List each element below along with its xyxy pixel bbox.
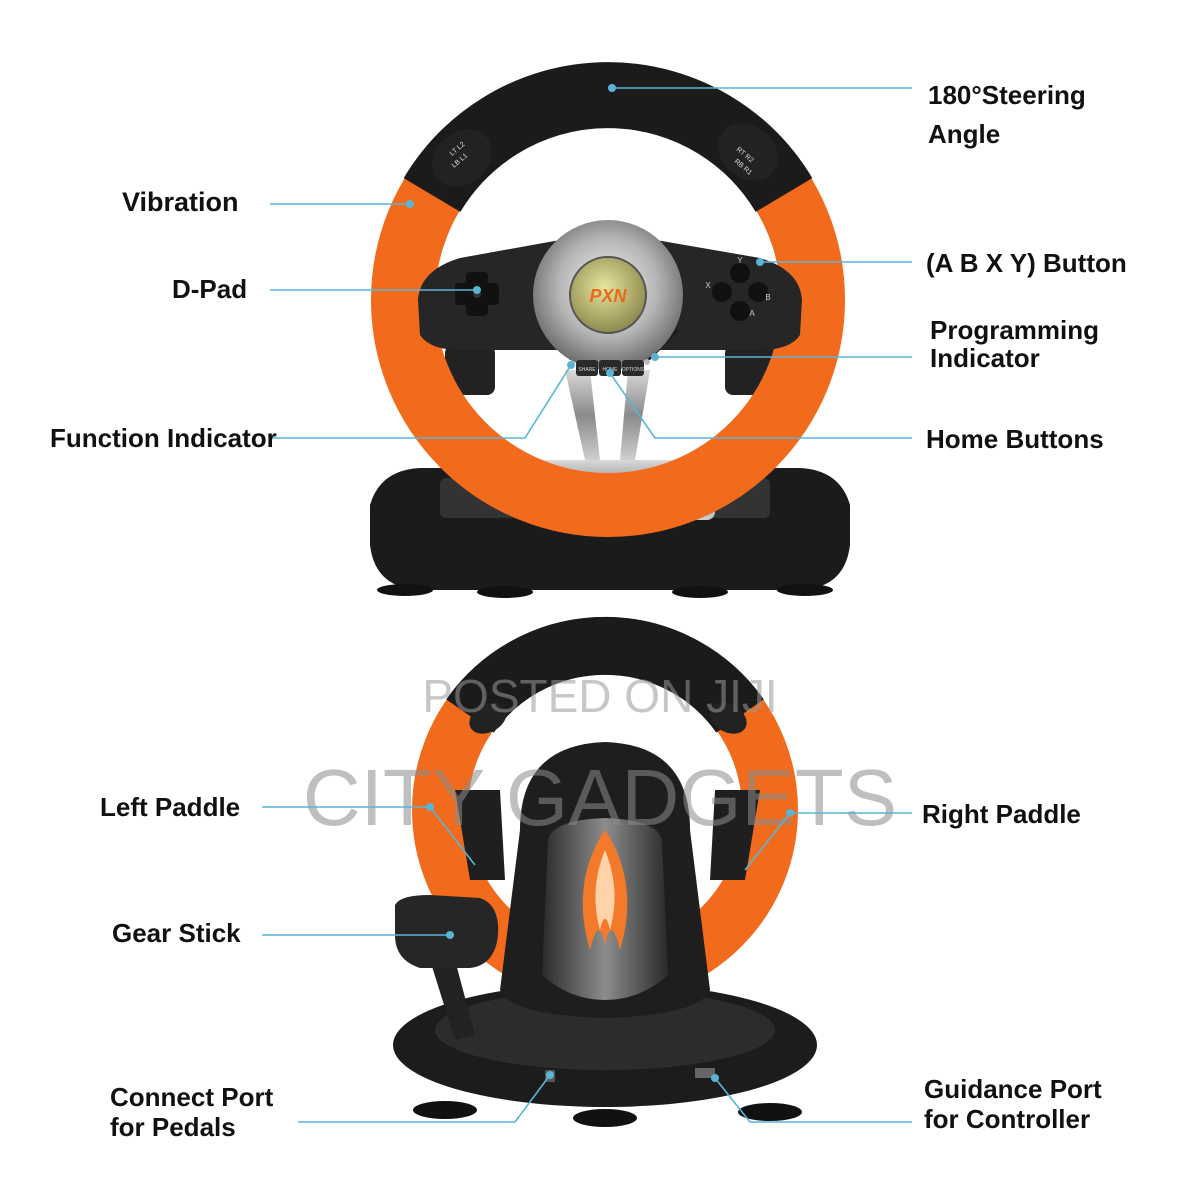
label-steering-angle: 180°Steering Angle (928, 80, 1086, 149)
svg-text:X: X (705, 281, 711, 290)
label-function-indicator: Function Indicator (50, 423, 277, 453)
svg-text:Y: Y (737, 256, 743, 265)
suction-feet (377, 584, 833, 598)
left-shoulder-buttons[interactable]: LT L2 LB L1 (421, 118, 503, 199)
back-suction-feet (413, 1101, 802, 1127)
label-d-pad: D-Pad (172, 274, 248, 304)
watermark: POSTED ON JIJI CITY GADGETS (303, 670, 897, 842)
wheel-back-view (393, 616, 817, 1127)
label-connect-port: Connect Port for Pedals (110, 1082, 274, 1142)
label-right-paddle: Right Paddle (922, 799, 1081, 829)
right-paddle[interactable] (710, 790, 760, 880)
label-home-buttons: Home Buttons (926, 424, 1104, 454)
right-shoulder-buttons[interactable]: RT R2 RB R1 (707, 112, 789, 193)
svg-text:CITY GADGETS: CITY GADGETS (303, 753, 897, 842)
pxn-logo: PXN (589, 286, 627, 306)
abxy-buttons[interactable]: Y X B A (705, 256, 771, 321)
svg-text:OPTIONS: OPTIONS (622, 367, 645, 373)
svg-text:POSTED ON JIJI: POSTED ON JIJI (422, 670, 777, 722)
svg-text:B: B (765, 293, 770, 302)
callout-dots (406, 84, 794, 1082)
wheel-front-view: LT L2 LB L1 RT R2 RB R1 PXN SHARE HOME O… (370, 62, 850, 598)
gear-stick-knob[interactable] (395, 895, 499, 968)
gear-shaft (430, 960, 475, 1040)
label-vibration: Vibration (122, 187, 239, 217)
label-left-paddle: Left Paddle (100, 792, 241, 822)
label-guidance-port: Guidance Port for Controller (924, 1074, 1102, 1134)
label-gear-stick: Gear Stick (112, 918, 241, 948)
label-programming-indicator: Programming Indicator (930, 315, 1100, 373)
left-paddle[interactable] (455, 790, 505, 880)
svg-text:SHARE: SHARE (578, 367, 596, 373)
svg-text:A: A (749, 309, 755, 318)
programming-indicator-led (644, 359, 650, 365)
controller-port[interactable] (695, 1068, 715, 1078)
label-abxy-button: (A B X Y) Button (926, 248, 1127, 278)
callout-lines (262, 87, 912, 1123)
